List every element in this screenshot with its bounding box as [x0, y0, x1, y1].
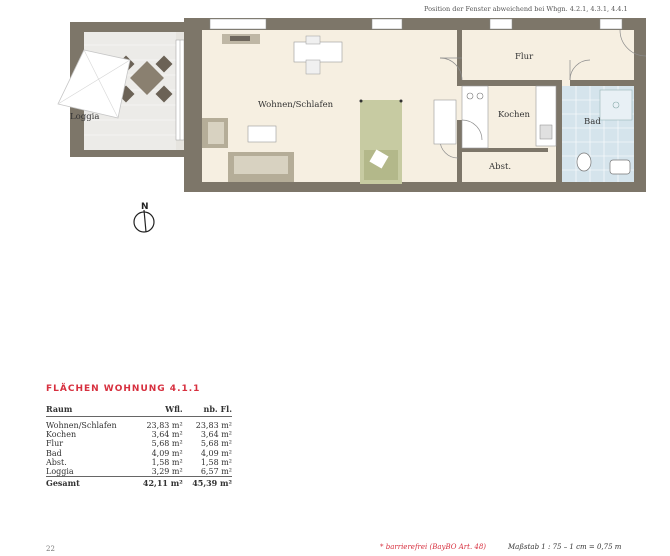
cell-room: Kochen [46, 430, 77, 440]
cell-nbfl: 3,64 m² [200, 430, 232, 440]
kitchen-fixtures [461, 85, 557, 149]
col-header-room: Raum [46, 404, 134, 417]
cell-nbfl: 1,58 m² [200, 457, 232, 467]
total-nbfl: 45,39 m² [182, 476, 232, 489]
cell-room: Loggia [46, 467, 74, 477]
table-row: Kochen 3,64 m² 3,64 m² [46, 430, 232, 439]
col-header-wfl: Wfl. [133, 404, 183, 417]
cell-room: Bad [46, 448, 62, 458]
area-table: Raum Wfl. nb. Fl. Wohnen/Schlafen 23,83 … [46, 404, 232, 489]
cell-nbfl: 6,57 m² [200, 467, 232, 477]
cell-room: Abst. [46, 457, 67, 467]
table-row: Wohnen/Schlafen 23,83 m² 23,83 m² [46, 417, 232, 431]
area-table-header: Raum Wfl. nb. Fl. [46, 404, 232, 417]
col-header-nbfl: nb. Fl. [182, 404, 232, 417]
window-position-note: Position der Fenster abweichend bei Whgn… [424, 5, 628, 13]
page-number: 22 [46, 545, 55, 553]
area-table-title: FLÄCHEN WOHNUNG 4.1.1 [46, 384, 201, 394]
cell-wfl: 4,09 m² [151, 448, 183, 458]
table-row: Abst. 1,58 m² 1,58 m² [46, 458, 232, 467]
total-row: Gesamt 42,11 m² 45,39 m² [46, 476, 232, 489]
room-label-abst: Abst. [488, 162, 511, 172]
room-label-flur: Flur [515, 52, 534, 62]
cell-nbfl: 23,83 m² [195, 421, 232, 430]
cell-room: Flur [46, 439, 64, 449]
parasol-icon [57, 49, 131, 119]
cell-wfl: 23,83 m² [146, 421, 183, 430]
table-row: Bad 4,09 m² 4,09 m² [46, 449, 232, 458]
room-label-loggia: Loggia [70, 112, 99, 122]
cell-room: Wohnen/Schlafen [46, 421, 117, 430]
compass-needle-icon [143, 209, 147, 233]
wardrobe [433, 99, 457, 145]
furniture [202, 34, 403, 184]
cell-wfl: 3,29 m² [151, 467, 183, 477]
cell-wfl: 5,68 m² [151, 439, 183, 449]
room-label-wohnen-schlafen: Wohnen/Schlafen [258, 100, 334, 110]
cell-nbfl: 5,68 m² [200, 439, 232, 449]
north-label: N [141, 202, 149, 212]
scale-note: Maßstab 1 : 75 – 1 cm = 0,75 m [508, 543, 622, 551]
windows [209, 18, 623, 30]
cell-nbfl: 4,09 m² [200, 448, 232, 458]
total-label: Gesamt [46, 476, 134, 489]
room-label-bad: Bad [584, 117, 601, 127]
floor-plan: Loggia [0, 0, 670, 200]
cell-wfl: 3,64 m² [151, 430, 183, 440]
room-label-kochen: Kochen [498, 110, 531, 120]
table-row: Loggia 3,29 m² 6,57 m² [46, 467, 232, 477]
north-arrow: N [132, 200, 156, 234]
walls [184, 18, 646, 192]
total-wfl: 42,11 m² [133, 476, 183, 489]
table-row: Flur 5,68 m² 5,68 m² [46, 439, 232, 448]
cell-wfl: 1,58 m² [151, 457, 183, 467]
bath-tiles [562, 86, 634, 182]
accessibility-footnote: * barrierefrei (BayBO Art. 48) [380, 543, 487, 551]
loggia-area: Loggia [57, 22, 186, 157]
